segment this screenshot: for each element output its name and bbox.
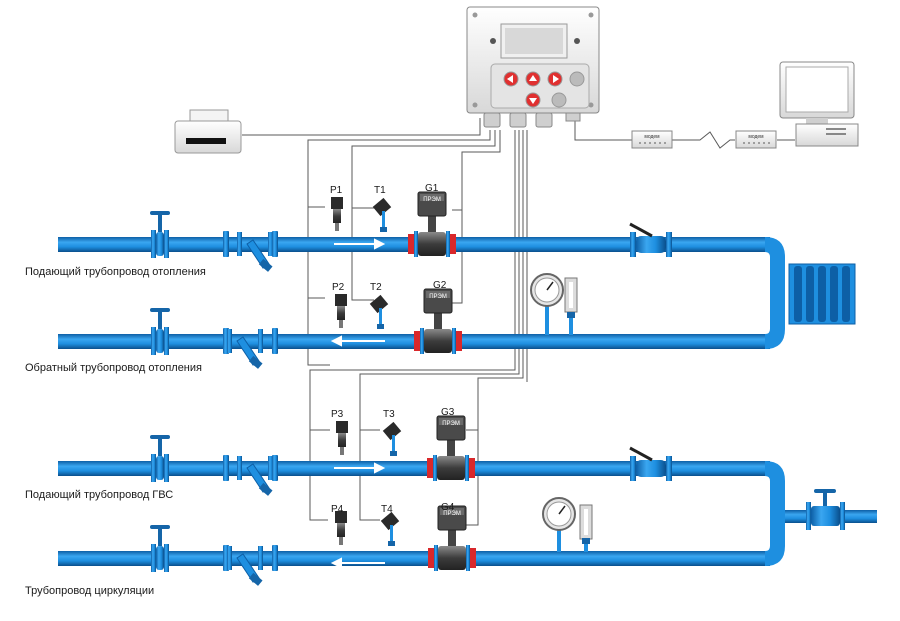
pressure-sensor-icon (335, 294, 347, 328)
modem-icon: модем (735, 130, 777, 149)
pressure-gauge-icon (542, 497, 576, 531)
radiator (788, 263, 856, 325)
branch-valve-icon (806, 489, 845, 530)
modem-label: модем (644, 134, 660, 140)
temperature-sensor-icon (382, 421, 402, 456)
ball-valve-icon (629, 222, 672, 257)
sensor-tag-t3: T3 (383, 409, 395, 420)
sensor-tag-p4: P4 (331, 504, 344, 515)
pressure-sensor-icon (335, 511, 347, 545)
temperature-sensor-icon (372, 197, 392, 232)
flowmeter-brand: ПРЭМ (429, 294, 447, 300)
sensor-tag-t1: T1 (374, 185, 386, 196)
label-circulation: Трубопровод циркуляции (25, 585, 154, 597)
valve-icon (150, 308, 170, 355)
heat-calculator (466, 6, 600, 128)
temperature-sensor-icon (380, 511, 400, 546)
sensor-tag-t2: T2 (370, 282, 382, 293)
fittings (150, 211, 845, 587)
flow-arrows (330, 238, 386, 569)
sensor-tag-g2: G2 (433, 280, 447, 291)
ball-valve-icon (629, 446, 672, 481)
valve-icon (150, 435, 170, 482)
pressure-sensor-icon (336, 421, 348, 455)
valve-icon (150, 525, 170, 572)
pressure-sensor-icon (331, 197, 343, 231)
thermometer-icon (564, 277, 578, 318)
flowmeter-brand: ПРЭМ (423, 197, 441, 203)
modem-label: модем (748, 134, 764, 140)
label-hot-water-supply: Подающий трубопровод ГВС (25, 489, 173, 501)
label-heating-return: Обратный трубопровод отопления (25, 362, 202, 374)
thermometer-icon (579, 504, 593, 544)
sensor-tag-g1: G1 (425, 183, 439, 194)
sensor-tag-p3: P3 (331, 409, 344, 420)
sensor-tag-p1: P1 (330, 185, 343, 196)
valve-icon (150, 211, 170, 258)
printer-icon (174, 109, 242, 154)
label-heating-supply: Подающий трубопровод отопления (25, 266, 206, 278)
computer-icon (779, 61, 859, 147)
modem-icon: модем (631, 130, 673, 149)
sensor-tag-p2: P2 (332, 282, 345, 293)
pressure-gauge-icon (530, 273, 564, 307)
flowmeter-brand: ПРЭМ (442, 421, 460, 427)
pipes (58, 237, 877, 566)
sensor-tag-g3: G3 (441, 407, 455, 418)
sensor-tag-g4: G4 (441, 502, 455, 513)
flowmeter-brand: ПРЭМ (443, 511, 461, 517)
sensor-tag-t4: T4 (381, 504, 393, 515)
